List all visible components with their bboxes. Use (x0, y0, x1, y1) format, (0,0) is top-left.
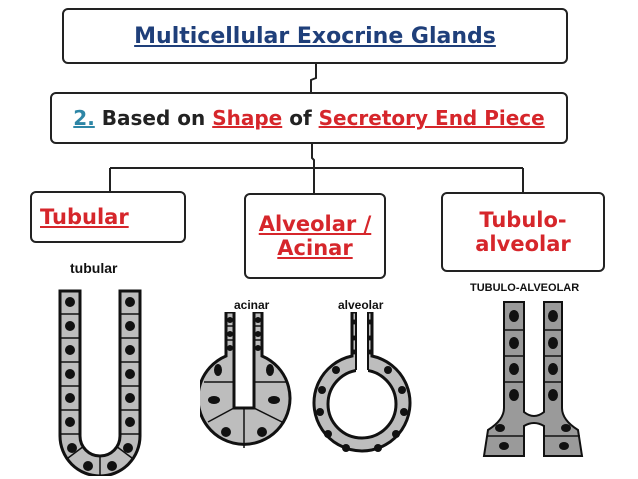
alveolar-label-line2: Acinar (277, 236, 353, 260)
page-title: Multicellular Exocrine Glands (134, 23, 496, 49)
subtitle-number: 2. (73, 106, 95, 130)
connector-title-to-subtitle (310, 62, 317, 93)
tubuloalveolar-box: Tubulo- alveolar (441, 192, 605, 272)
tubular-gland-illustration (58, 289, 142, 476)
tubuloalveolar-figure-label: TUBULO-ALVEOLAR (470, 282, 580, 294)
tubular-box: Tubular (30, 191, 186, 243)
alveolar-label-line1: Alveolar / (258, 212, 372, 236)
subtitle-line: 2. Based on Shape of Secretory End Piece (73, 106, 544, 130)
alveolar-figure-label: alveolar (338, 298, 384, 312)
subtitle-shape: Shape (212, 106, 283, 130)
title-box: Multicellular Exocrine Glands (62, 8, 568, 64)
connector-subtitle-trunk (311, 143, 315, 168)
acinar-gland-illustration (200, 312, 292, 448)
tubular-figure-label: tubular (70, 260, 118, 276)
subtitle-piece: Secretory End Piece (318, 106, 545, 130)
subtitle-of: of (282, 106, 319, 130)
acinar-figure-label: acinar (234, 298, 270, 312)
tubuloalveolar-gland-illustration (482, 301, 584, 457)
subtitle-prefix: Based on (94, 106, 213, 130)
tubular-label: Tubular (40, 205, 129, 229)
tubuloalveolar-label-line1: Tubulo- (479, 208, 567, 232)
tubuloalveolar-label-line2: alveolar (475, 232, 571, 256)
alveolar-box: Alveolar / Acinar (244, 193, 386, 279)
subtitle-box: 2. Based on Shape of Secretory End Piece (50, 92, 568, 144)
alveolar-gland-illustration (312, 312, 412, 453)
